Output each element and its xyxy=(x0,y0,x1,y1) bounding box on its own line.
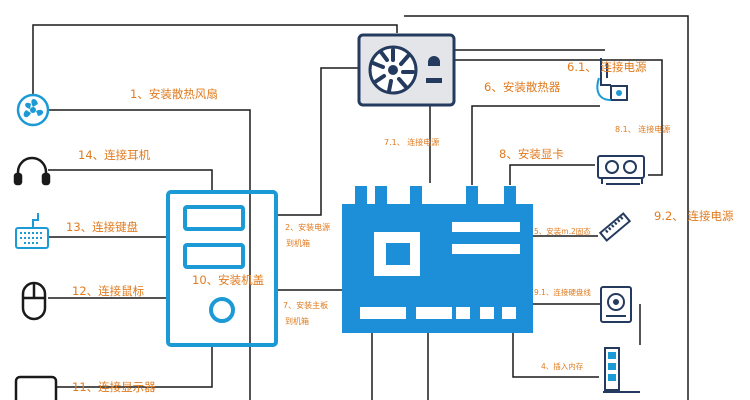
insert-ram-label: 4、插入内存 xyxy=(541,362,584,371)
ram-stick-icon xyxy=(603,347,640,393)
m2-ssd-icon xyxy=(598,212,632,242)
install-case-cover-label: 10、安装机盖 xyxy=(192,273,265,287)
install-board-label-line1: 7、安装主板 xyxy=(283,301,329,310)
cpu-power-label: 7.1、 连接电源 xyxy=(384,138,440,147)
connect-monitor-label: 11、连接显示器 xyxy=(72,380,156,394)
connector-lines xyxy=(32,15,689,400)
graphics-card-icon xyxy=(597,155,645,185)
install-cooler-label: 6、安装散热器 xyxy=(484,80,561,94)
install-gpu-label: 8、安装显卡 xyxy=(499,147,564,161)
hdd-power-label: 9.2、 连接电源 xyxy=(654,209,734,223)
install-board-label-line2: 到机箱 xyxy=(285,317,309,326)
connect-mouse-label: 12、连接鼠标 xyxy=(72,284,145,298)
headphones-icon xyxy=(13,156,51,186)
fan-icon xyxy=(16,93,50,127)
monitor-icon xyxy=(14,375,58,400)
install-fan-label: 1、安装散热风扇 xyxy=(130,87,218,101)
connect-keyboard-label: 13、连接键盘 xyxy=(66,220,139,234)
motherboard-icon xyxy=(342,186,533,333)
keyboard-icon xyxy=(15,213,49,249)
pc-case-icon xyxy=(166,190,278,347)
cpu-cooler-icon xyxy=(596,58,628,101)
power-supply-icon xyxy=(357,33,456,107)
install-psu-label-line1: 2、安装电源 xyxy=(285,223,331,232)
gpu-power-label: 8.1、 连接电源 xyxy=(615,125,671,134)
install-m2-label: 5、安装m.2固态 xyxy=(534,227,591,236)
install-psu-label-line2: 到机箱 xyxy=(286,239,310,248)
mouse-icon xyxy=(21,281,47,321)
connect-headphones-label: 14、连接耳机 xyxy=(78,148,151,162)
hard-drive-icon xyxy=(600,286,632,323)
connect-hdd-label: 9.1、连接硬盘线 xyxy=(534,288,591,297)
cooler-power-label: 6.1、 连接电源 xyxy=(567,60,647,74)
